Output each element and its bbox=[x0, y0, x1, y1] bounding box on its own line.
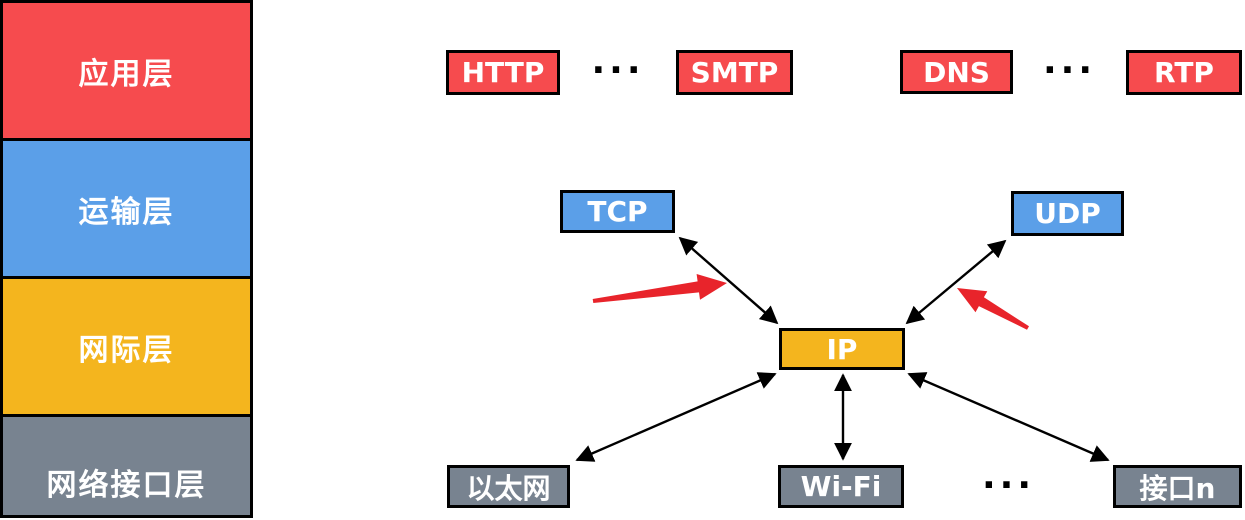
protocol-box-rtp: RTP bbox=[1126, 50, 1242, 95]
protocol-box-smtp-label: SMTP bbox=[690, 56, 779, 89]
protocol-box-http-label: HTTP bbox=[461, 56, 545, 89]
protocol-box-rtp-label: RTP bbox=[1154, 56, 1214, 89]
layer-internet: 网际层 bbox=[3, 279, 250, 417]
protocol-box-tcp-label: TCP bbox=[587, 195, 648, 228]
protocol-box-ip: IP bbox=[779, 328, 905, 370]
protocol-box-dns-label: DNS bbox=[923, 55, 990, 89]
protocol-box-http: HTTP bbox=[446, 50, 560, 95]
interface-box-ethernet-label: 以太网 bbox=[466, 471, 551, 505]
layer-network-interface: 网络接口层 bbox=[3, 417, 250, 515]
layer-transport: 运输层 bbox=[3, 141, 250, 279]
red-annotation-arrow-right bbox=[957, 288, 1029, 330]
interface-box-wifi-label: Wi-Fi bbox=[800, 470, 882, 503]
arrow-interface-n-ip bbox=[907, 372, 1110, 462]
layer-application: 应用层 bbox=[3, 3, 250, 141]
red-annotation-arrow-left bbox=[592, 274, 727, 303]
protocol-box-tcp: TCP bbox=[560, 190, 675, 233]
protocol-box-dns: DNS bbox=[900, 50, 1013, 94]
ellipsis-application-right: ··· bbox=[1042, 49, 1097, 91]
protocol-box-udp-label: UDP bbox=[1034, 197, 1101, 230]
layer-internet-label: 网际层 bbox=[78, 332, 175, 368]
layer-network-interface-label: 网络接口层 bbox=[46, 468, 207, 503]
arrow-tcp-ip bbox=[678, 236, 779, 325]
interface-box-interface-n: 接口n bbox=[1113, 465, 1242, 508]
protocol-box-ip-label: IP bbox=[826, 332, 858, 366]
arrow-ethernet-ip bbox=[575, 372, 777, 462]
protocol-layer-stack: 应用层 运输层 网际层 网络接口层 bbox=[0, 0, 253, 518]
layer-transport-label: 运输层 bbox=[78, 194, 175, 230]
interface-box-ethernet: 以太网 bbox=[447, 465, 570, 508]
protocol-box-udp: UDP bbox=[1011, 191, 1124, 236]
ellipsis-link-layer: ··· bbox=[981, 464, 1036, 506]
arrow-udp-ip bbox=[905, 239, 1007, 325]
layer-application-label: 应用层 bbox=[78, 56, 175, 92]
interface-box-wifi: Wi-Fi bbox=[778, 465, 904, 508]
ellipsis-application-left: ··· bbox=[591, 49, 645, 91]
interface-box-interface-n-label: 接口n bbox=[1139, 471, 1216, 505]
protocol-box-smtp: SMTP bbox=[676, 50, 793, 95]
